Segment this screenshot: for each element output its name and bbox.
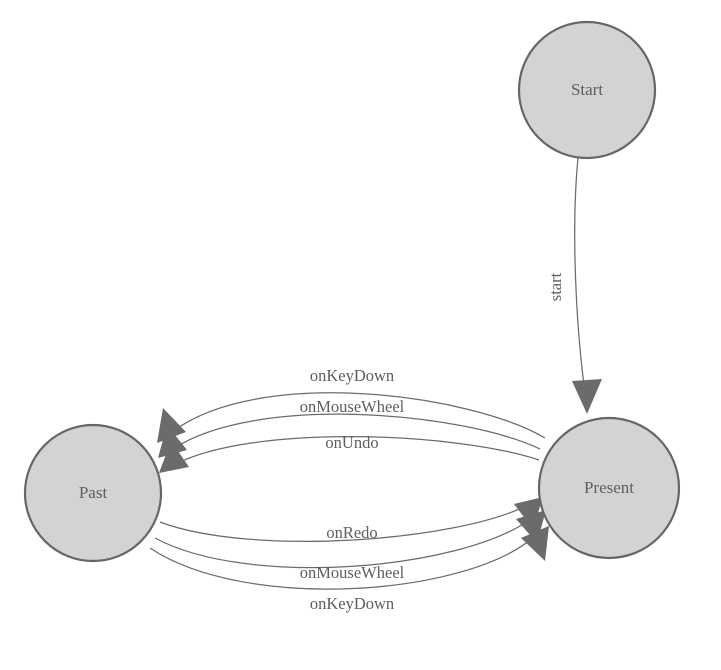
node-start-label: Start (571, 80, 603, 99)
edge-past-to-present-onkeydown-path (149, 535, 536, 590)
edge-past-to-present-onkeydown[interactable]: onKeyDown (149, 526, 549, 613)
edge-present-to-past-onkeydown-arrowhead (157, 408, 186, 443)
edge-past-to-present-onmousewheel-path (154, 518, 532, 569)
edge-past-to-present-onredo[interactable]: onRedo (159, 497, 543, 542)
edge-present-to-past-onkeydown[interactable]: onKeyDown (157, 366, 546, 443)
edge-present-to-past-onmousewheel[interactable]: onMouseWheel (158, 397, 541, 458)
edge-label-start: start (546, 272, 565, 301)
edge-present-to-past-onmousewheel-path (172, 413, 541, 450)
edge-present-to-past-onundo-path (173, 436, 540, 466)
edge-label-present-past-onkeydown: onKeyDown (310, 366, 394, 385)
edge-start-to-present-path (574, 157, 587, 401)
edge-past-to-present-onkeydown-arrowhead (521, 526, 549, 561)
edge-past-to-present-onredo-arrowhead (514, 497, 543, 529)
edge-present-to-past-onundo[interactable]: onUndo (159, 433, 540, 473)
edge-present-to-past-onkeydown-path (171, 392, 546, 439)
edge-label-past-present-onredo: onRedo (326, 523, 377, 542)
edge-present-to-past-onundo-arrowhead (159, 441, 189, 473)
node-past[interactable]: Past (23, 423, 163, 563)
edge-label-present-past-onundo: onUndo (325, 433, 378, 452)
edge-present-to-past-onmousewheel-arrowhead (158, 425, 187, 458)
edge-label-past-present-onmousewheel: onMouseWheel (300, 563, 405, 582)
node-past-label: Past (79, 483, 108, 502)
node-start-circle (517, 20, 657, 160)
node-start[interactable]: Start (517, 20, 657, 160)
node-present-label: Present (584, 478, 634, 497)
edge-label-past-present-onkeydown: onKeyDown (310, 594, 394, 613)
edge-past-to-present-onmousewheel[interactable]: onMouseWheel (154, 510, 546, 582)
edge-label-present-past-onmousewheel: onMouseWheel (300, 397, 405, 416)
edge-start-to-present-arrowhead (572, 379, 602, 414)
node-present[interactable]: Present (537, 416, 681, 560)
node-past-circle (23, 423, 163, 563)
edge-start-to-present[interactable]: start (546, 157, 602, 414)
node-present-circle (537, 416, 681, 560)
edge-past-to-present-onredo-path (159, 504, 529, 542)
